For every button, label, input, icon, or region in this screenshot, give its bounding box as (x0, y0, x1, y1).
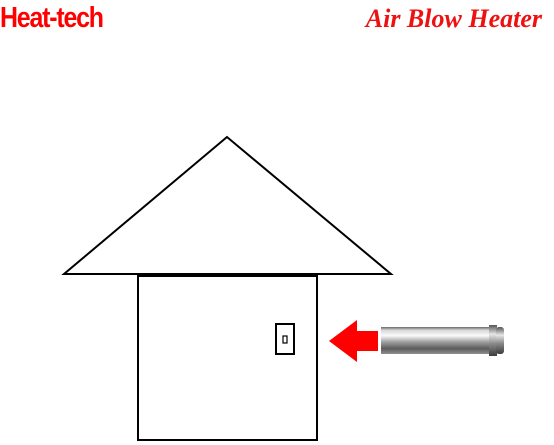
heater-body (381, 327, 491, 354)
airflow-arrow (329, 320, 378, 362)
wall-switch-icon (275, 323, 295, 355)
house-icon (61, 135, 394, 441)
house-roof (61, 135, 394, 275)
brand-logo: Heat-tech (0, 2, 104, 34)
heater-collar (489, 325, 497, 356)
heater-tube-icon (381, 325, 504, 356)
house-wall (137, 275, 318, 441)
arrow-left-icon (329, 320, 378, 362)
switch-toggle (282, 335, 288, 344)
heater-end-cap (496, 327, 504, 354)
product-title: Air Blow Heater (365, 4, 542, 33)
